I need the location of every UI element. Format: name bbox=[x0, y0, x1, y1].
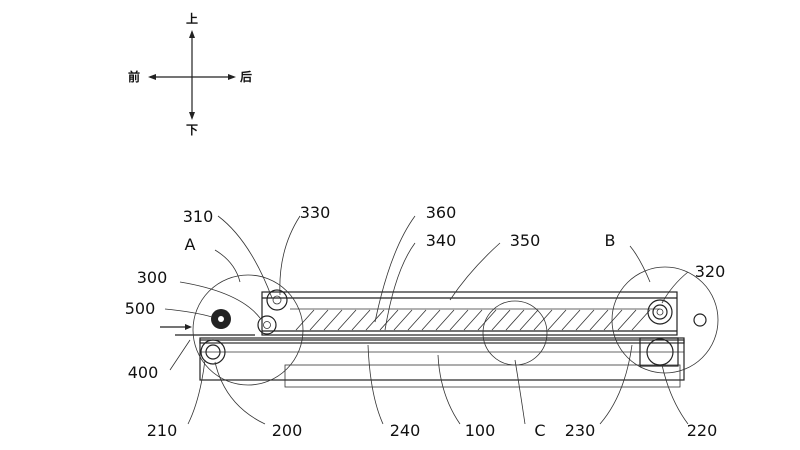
conveyor-slat bbox=[561, 309, 581, 331]
conveyor-slat bbox=[449, 309, 469, 331]
direction-back-label: 后 bbox=[240, 69, 252, 84]
tension-roller bbox=[693, 313, 707, 327]
label-500: 500 bbox=[125, 299, 156, 318]
direction-compass: 上 下 前 后 bbox=[128, 11, 252, 137]
detail-circle-a bbox=[192, 274, 304, 386]
detail-circle-b bbox=[611, 266, 719, 374]
label-a: A bbox=[185, 235, 196, 254]
conveyor-slat bbox=[491, 309, 511, 331]
conveyor-slat bbox=[575, 309, 595, 331]
arrow-down-icon bbox=[189, 112, 195, 120]
conveyor-slat bbox=[323, 309, 343, 331]
upper-frame bbox=[261, 291, 678, 336]
conveyor-slat bbox=[379, 309, 399, 331]
pressing-roller bbox=[257, 315, 277, 335]
label-360: 360 bbox=[426, 203, 457, 222]
label-c: C bbox=[534, 421, 545, 440]
upper-rear-roller bbox=[647, 299, 673, 325]
arrow-up-icon bbox=[189, 30, 195, 38]
conveyor-slat bbox=[421, 309, 441, 331]
front-drive-roller bbox=[200, 339, 226, 365]
label-340: 340 bbox=[426, 231, 457, 250]
direction-down-label: 下 bbox=[186, 123, 198, 137]
conveyor-slat bbox=[533, 309, 553, 331]
label-350: 350 bbox=[510, 231, 541, 250]
direction-front-label: 前 bbox=[128, 69, 140, 84]
conveyor-slat bbox=[295, 309, 315, 331]
feed-arrow-icon bbox=[185, 324, 192, 330]
rear-drive-roller bbox=[646, 338, 674, 366]
conveyor-slat bbox=[351, 309, 371, 331]
conveyor-slat bbox=[519, 309, 539, 331]
label-400: 400 bbox=[128, 363, 159, 382]
conveyor-slat bbox=[589, 309, 609, 331]
upper-conveyor-slats bbox=[290, 308, 660, 331]
conveyor-slat bbox=[309, 309, 329, 331]
machine-assembly bbox=[160, 266, 719, 388]
conveyor-slat bbox=[477, 309, 497, 331]
conveyor-slat bbox=[337, 309, 357, 331]
conveyor-slat bbox=[435, 309, 455, 331]
conveyor-slat bbox=[603, 309, 623, 331]
part-labels: 310 330 360 340 350 A B 320 300 500 400 … bbox=[125, 203, 726, 440]
leader-lines bbox=[164, 215, 689, 425]
base-frame bbox=[199, 339, 685, 381]
conveyor-slat bbox=[505, 309, 525, 331]
label-b: B bbox=[605, 231, 616, 250]
upper-front-roller bbox=[266, 289, 288, 311]
arrow-right-icon bbox=[228, 74, 236, 80]
conveyor-slat bbox=[393, 309, 413, 331]
arrow-left-icon bbox=[148, 74, 156, 80]
motor-box bbox=[639, 337, 679, 367]
label-300: 300 bbox=[137, 268, 168, 287]
label-310: 310 bbox=[183, 207, 214, 226]
direction-up-label: 上 bbox=[186, 11, 198, 26]
label-200: 200 bbox=[272, 421, 303, 440]
label-220: 220 bbox=[687, 421, 718, 440]
base-lower-frame bbox=[284, 364, 681, 388]
conveyor-slat bbox=[631, 309, 651, 331]
label-100: 100 bbox=[465, 421, 496, 440]
label-240: 240 bbox=[390, 421, 421, 440]
label-230: 230 bbox=[565, 421, 596, 440]
label-330: 330 bbox=[300, 203, 331, 222]
conveyor-slat bbox=[547, 309, 567, 331]
label-210: 210 bbox=[147, 421, 178, 440]
conveyor-slat bbox=[617, 309, 637, 331]
detail-circle-c bbox=[482, 300, 548, 366]
conveyor-slat bbox=[463, 309, 483, 331]
conveyor-slat bbox=[407, 309, 427, 331]
lower-chain bbox=[210, 337, 680, 344]
label-320: 320 bbox=[695, 262, 726, 281]
conveyor-slat bbox=[365, 309, 385, 331]
